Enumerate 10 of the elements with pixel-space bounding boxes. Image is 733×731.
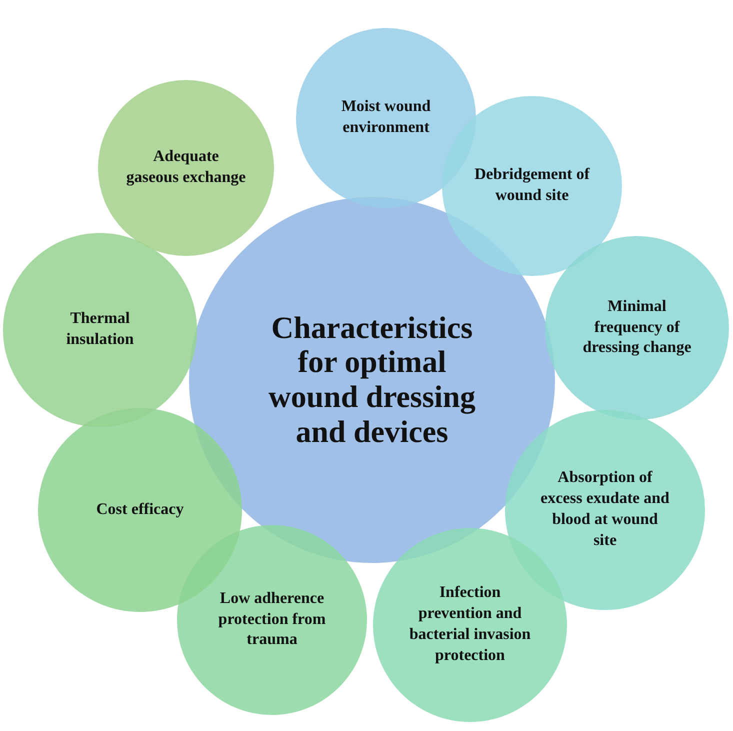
center-title: Characteristics for optimal wound dressing and devices <box>267 310 477 450</box>
node-label: Moist wound environment <box>340 97 432 138</box>
node-label: Debridgement of wound site <box>473 165 591 206</box>
node-label: Thermal insulation <box>65 309 135 350</box>
node-label: Absorption of excess exudate and blood at wound site <box>540 468 670 551</box>
node-label: Infection prevention and bacterial invasion protection <box>408 583 532 666</box>
node-label: Low adherence protection from trauma <box>217 588 327 650</box>
node-label: Adequate gaseous exchange <box>126 147 246 188</box>
node-label: Minimal frequency of dressing change <box>582 296 692 358</box>
node-label: Cost efficacy <box>96 500 184 520</box>
